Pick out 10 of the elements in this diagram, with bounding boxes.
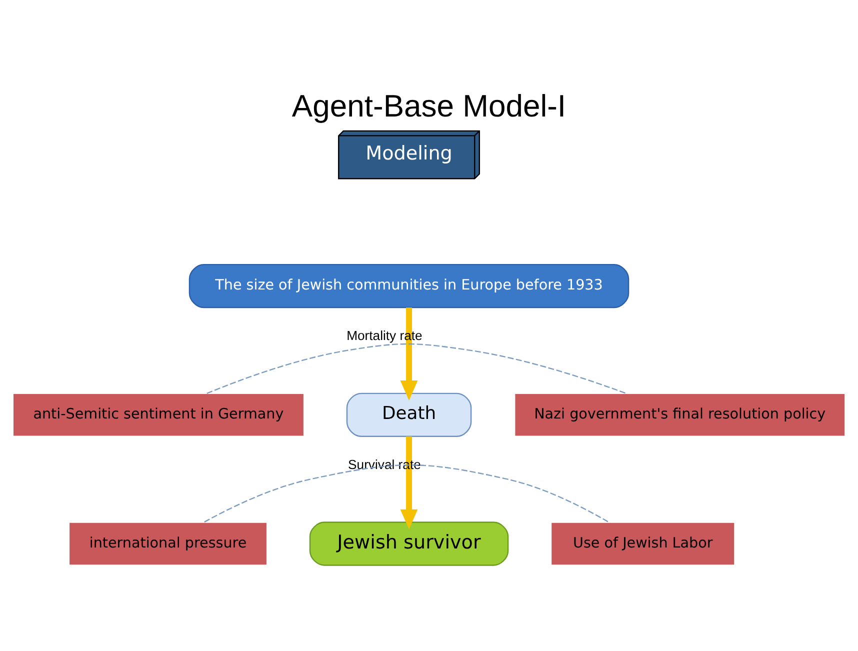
- node-box: international pressure: [68, 521, 268, 566]
- node-box: The size of Jewish communities in Europe before 1933: [188, 263, 630, 308]
- connector: [206, 342, 626, 394]
- node-box: anti-Semitic sentiment in Germany: [12, 392, 305, 436]
- node-box: Use of Jewish Labor: [550, 521, 736, 566]
- node-box: Nazi government's final resolution policy: [514, 392, 846, 436]
- node-box: Death: [346, 392, 472, 436]
- connector: [204, 464, 609, 522]
- diagram-title: Agent-Base Model-I: [292, 88, 566, 123]
- node-box: Jewish survivor: [309, 521, 509, 566]
